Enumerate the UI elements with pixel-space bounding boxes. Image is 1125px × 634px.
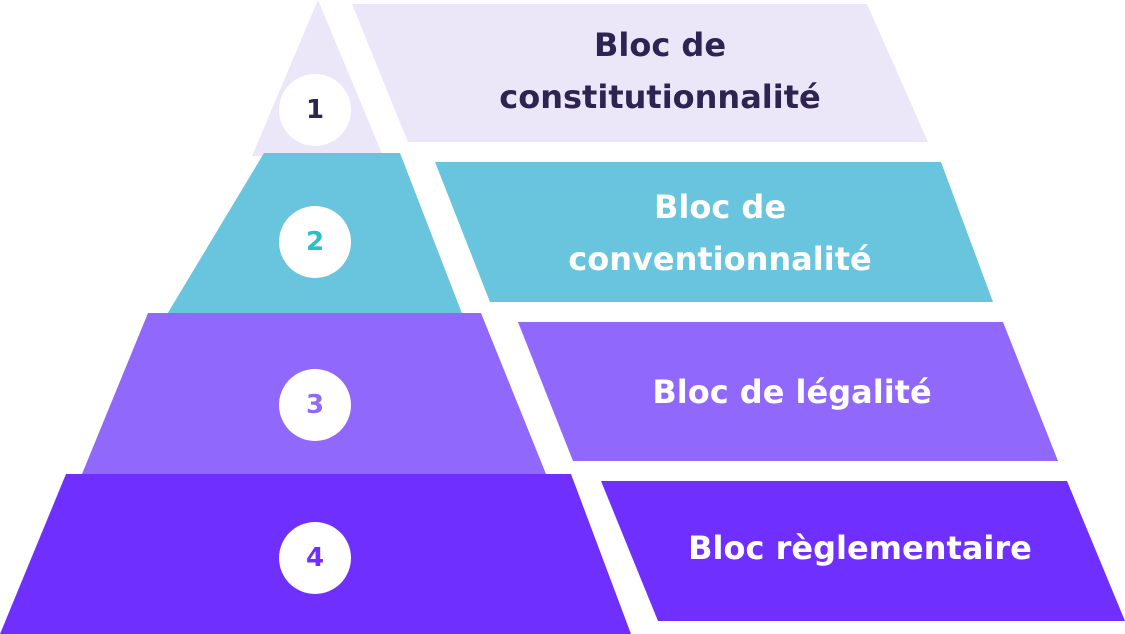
number-badge-3 <box>279 369 351 441</box>
tier-1: 1 Bloc de constitutionnalité <box>252 0 928 156</box>
number-label-4: 4 <box>306 543 324 573</box>
number-badge-1 <box>279 74 351 146</box>
label-band-1 <box>352 4 928 142</box>
band-label-1-line-1: Bloc de <box>594 26 726 64</box>
band-label-1-line-2: constitutionnalité <box>499 78 820 116</box>
number-label-3: 3 <box>306 390 324 420</box>
band-label-2-line-1: Bloc de <box>654 188 786 226</box>
tier-4: 4 Bloc règlementaire <box>0 474 1125 634</box>
number-badge-4 <box>279 522 351 594</box>
number-label-1: 1 <box>306 95 324 125</box>
label-band-3 <box>518 322 1058 461</box>
number-badge-2 <box>279 206 351 278</box>
band-label-3: Bloc de légalité <box>652 373 931 411</box>
label-band-2 <box>435 162 993 302</box>
band-label-4: Bloc règlementaire <box>688 529 1032 567</box>
number-label-2: 2 <box>306 227 324 257</box>
band-label-2-line-2: conventionnalité <box>568 240 871 278</box>
tier-2: 2 Bloc de conventionnalité <box>166 153 993 316</box>
label-band-4 <box>601 481 1125 621</box>
tier-3: 3 Bloc de légalité <box>82 313 1058 474</box>
